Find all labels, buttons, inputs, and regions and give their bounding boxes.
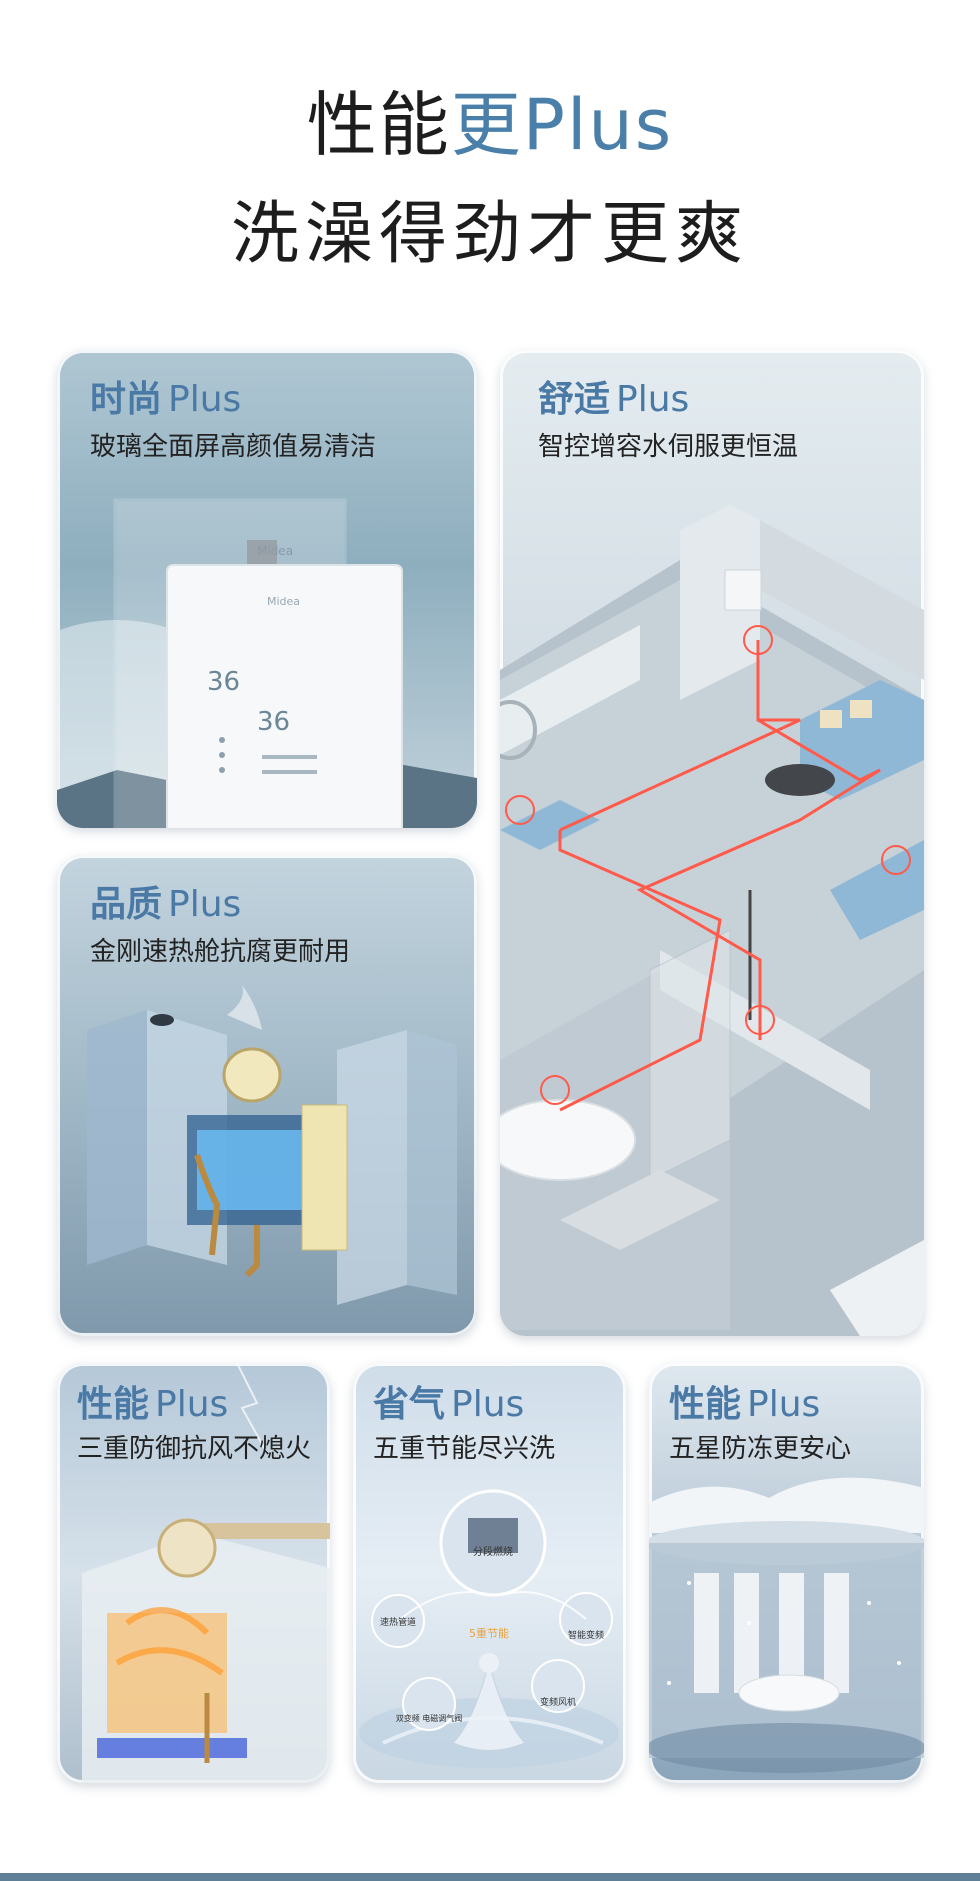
card-subtitle-wind: 三重防御抗风不熄火 (77, 1434, 312, 1464)
midea-body-logo: Midea (267, 595, 300, 608)
card-subtitle-quality: 金刚速热舱抗腐更耐用 (90, 937, 351, 967)
display-temp-2: 36 (257, 707, 290, 737)
card-subtitle-gas: 五重节能尽兴洗 (373, 1434, 556, 1464)
feature-fast-pipe: 速热管道 (380, 1616, 416, 1628)
heat-chamber-exploded-illustration (87, 985, 457, 1305)
feature-dual-valve: 双变频 电磁调气阀 (396, 1713, 463, 1723)
card-subtitle-fashion: 玻璃全面屏高颜值易清洁 (90, 432, 377, 462)
bottom-divider (0, 1873, 980, 1881)
headline-accent: 更Plus (450, 84, 674, 166)
headline-performance: 性能更Plus (0, 85, 980, 165)
feature-segmented-burning: 分段燃烧 (473, 1545, 513, 1558)
frost-protection-bathroom-illustration (649, 1477, 924, 1773)
feature-inverter-fan: 变频风机 (540, 1696, 576, 1708)
headline-prefix: 性能 (306, 84, 451, 166)
headline-tagline: 洗澡得劲才更爽 (230, 195, 749, 274)
card-subtitle-frost: 五星防冻更安心 (669, 1434, 852, 1464)
feature-smart-inverter: 智能变频 (568, 1629, 604, 1641)
water-heater-glass-illustration: Midea Midea 36 36 (57, 498, 477, 828)
isometric-house-illustration (500, 505, 924, 1336)
card-subtitle-comfort: 智控增容水伺服更恒温 (538, 432, 799, 462)
display-temp-1: 36 (207, 667, 240, 697)
wind-resistant-heater-illustration (82, 1363, 330, 1783)
energy-saving-bubbles-illustration: 分段燃烧 智能变频 变频风机 双变频 电磁调气阀 速热管道 5重节能 (359, 1489, 619, 1768)
midea-glass-logo: Midea (257, 544, 293, 558)
five-level-energy-saving-label: 5重节能 (469, 1626, 509, 1640)
